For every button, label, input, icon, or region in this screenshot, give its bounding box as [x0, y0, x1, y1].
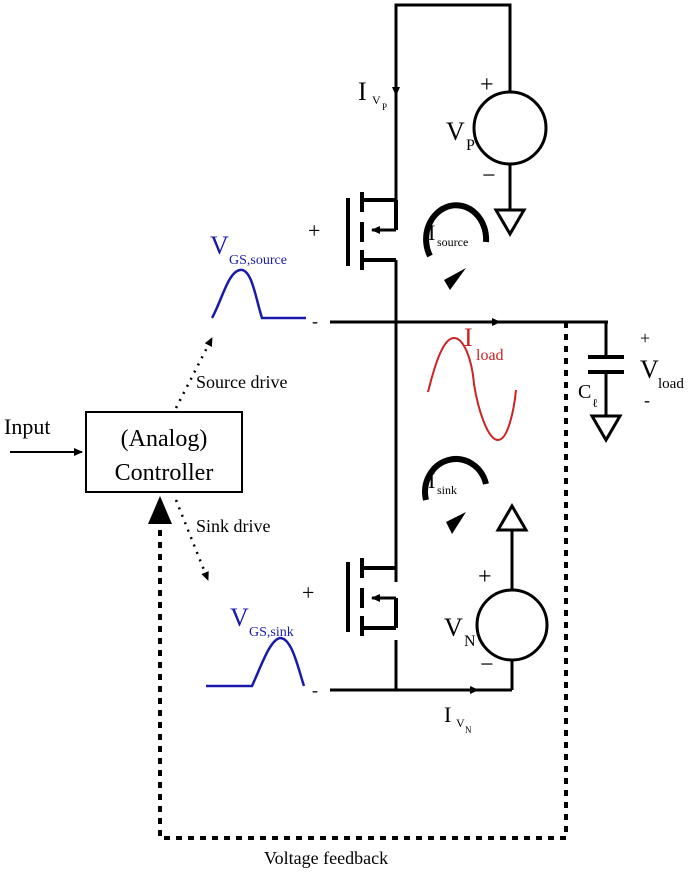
vn-source-symbol — [475, 588, 549, 662]
vn-sub: N — [464, 633, 476, 650]
analog-controller-box — [85, 411, 243, 493]
i-vn-sub: V — [456, 716, 465, 730]
v-load-plus: + — [640, 328, 650, 348]
i-load-sub: load — [476, 347, 504, 364]
load-current-waveform — [427, 336, 517, 442]
sink-drive-label: Sink drive — [196, 516, 271, 536]
sink-minus: - — [312, 680, 318, 700]
vn-supply-arrow-symbol — [495, 503, 529, 532]
i-sink-curl-icon — [422, 456, 489, 501]
voltage-feedback-label: Voltage feedback — [264, 848, 388, 868]
i-source-arrowhead — [444, 268, 466, 290]
i-vp-subsub: P — [382, 102, 387, 112]
vp-label: V — [446, 117, 465, 146]
i-source-curl-icon — [423, 202, 490, 258]
v-load-minus: - — [644, 390, 650, 410]
controller-line1: (Analog) — [121, 426, 208, 452]
i-vn-subsub: N — [465, 725, 472, 735]
i-vp-label: I — [358, 77, 367, 106]
source-plus: + — [308, 218, 320, 243]
load-ground-symbol — [589, 414, 623, 443]
sink-mosfet — [346, 558, 398, 636]
load-capacitor — [588, 355, 624, 374]
v-load-sub: load — [658, 376, 684, 392]
i-sink-sub: sink — [437, 483, 457, 497]
controller-line2: Controller — [115, 460, 214, 486]
sink-gate-waveform — [206, 636, 306, 688]
vgs-sink-label: V — [230, 603, 249, 632]
vn-label: V — [444, 613, 463, 642]
source-minus: - — [312, 311, 318, 331]
vn-plus: + — [478, 564, 492, 590]
feedback-arrowhead — [148, 496, 172, 524]
v-load-label: V — [640, 355, 659, 384]
source-drive-label: Source drive — [196, 372, 287, 392]
vp-plus: + — [480, 72, 494, 98]
voltage-feedback-path — [158, 322, 568, 840]
i-source-sub: source — [437, 235, 468, 249]
source-mosfet — [346, 192, 398, 270]
sink-drive-path — [174, 499, 210, 581]
c-l-sub: ℓ — [592, 396, 598, 410]
i-vp-sub: V — [372, 93, 381, 107]
i-sink-arrowhead — [446, 512, 466, 534]
vgs-sink-sub: GS,sink — [249, 625, 294, 640]
i-vn-label: I — [444, 702, 451, 727]
vgs-source-sub: GS,source — [229, 253, 287, 268]
vp-minus: − — [482, 163, 496, 189]
source-drive-path — [174, 337, 214, 409]
vn-minus: − — [480, 652, 494, 678]
vp-ground-symbol — [493, 208, 527, 237]
c-l-label: C — [578, 381, 591, 403]
i-source-label: I — [428, 220, 435, 245]
circuit-wires — [330, 3, 608, 692]
i-sink-label: I — [428, 468, 435, 493]
vp-source-symbol — [472, 90, 548, 166]
input-label: Input — [4, 414, 50, 439]
sink-plus: + — [302, 580, 314, 605]
vp-top-wire — [394, 3, 512, 200]
i-load-label: I — [464, 323, 473, 352]
vp-sub: P — [466, 137, 475, 154]
vgs-source-label: V — [210, 231, 229, 260]
source-gate-waveform — [210, 268, 306, 320]
